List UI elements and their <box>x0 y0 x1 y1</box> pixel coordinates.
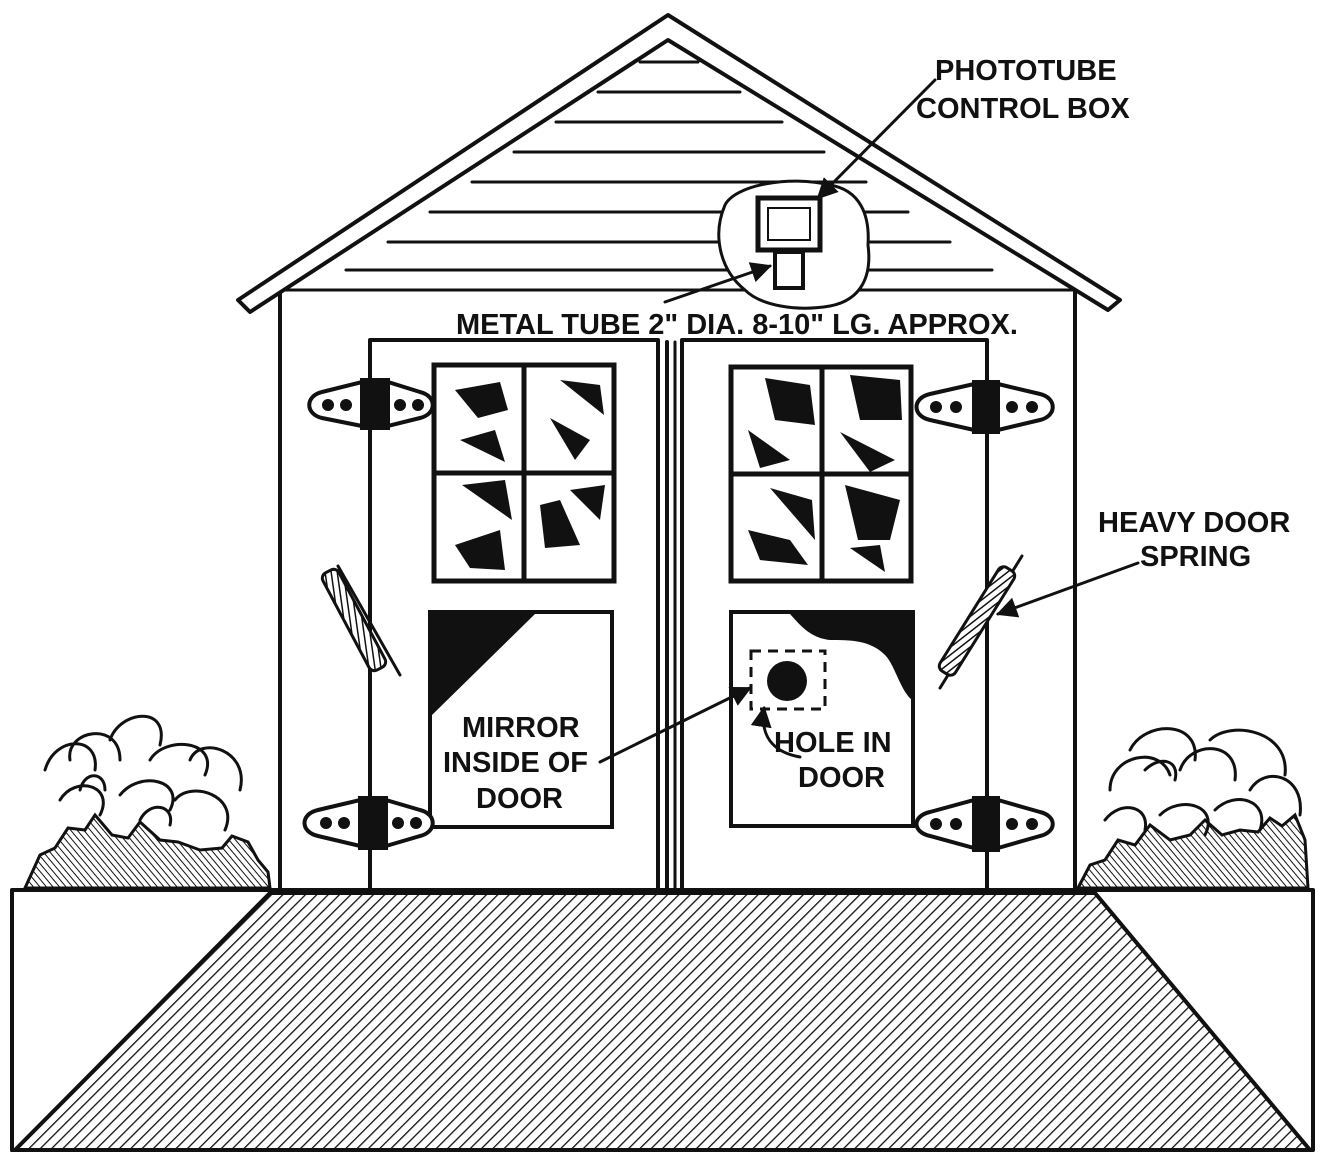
mirror-label-line1: MIRROR <box>462 712 580 744</box>
right-door-spring <box>937 556 1022 688</box>
spring-label-line2: SPRING <box>1140 541 1251 573</box>
right-shrub <box>1078 729 1308 888</box>
phototube-label-line1: PHOTOTUBE <box>935 55 1117 87</box>
metal-tube <box>775 252 803 288</box>
left-shrub <box>25 716 270 888</box>
spring-label-line1: HEAVY DOOR <box>1098 507 1290 539</box>
hinges <box>305 380 1053 850</box>
metal-tube-label: METAL TUBE 2" DIA. 8-10" LG. APPROX. <box>456 309 1018 341</box>
hinge-bottom-left <box>305 798 433 848</box>
ground <box>12 890 1313 1150</box>
hinge-top-left <box>309 380 433 428</box>
hinge-bottom-right <box>917 798 1053 850</box>
door-hole <box>767 661 807 701</box>
hinge-top-right <box>917 382 1053 432</box>
left-door-spring <box>320 566 400 675</box>
hole-label-line1: HOLE IN <box>774 727 892 759</box>
driveway <box>15 893 1310 1150</box>
mirror-label-line3: DOOR <box>476 783 563 815</box>
mirror-label-line2: INSIDE OF <box>443 747 588 779</box>
hole-label-line2: DOOR <box>798 762 885 794</box>
phototube-label-line2: CONTROL BOX <box>916 93 1130 125</box>
